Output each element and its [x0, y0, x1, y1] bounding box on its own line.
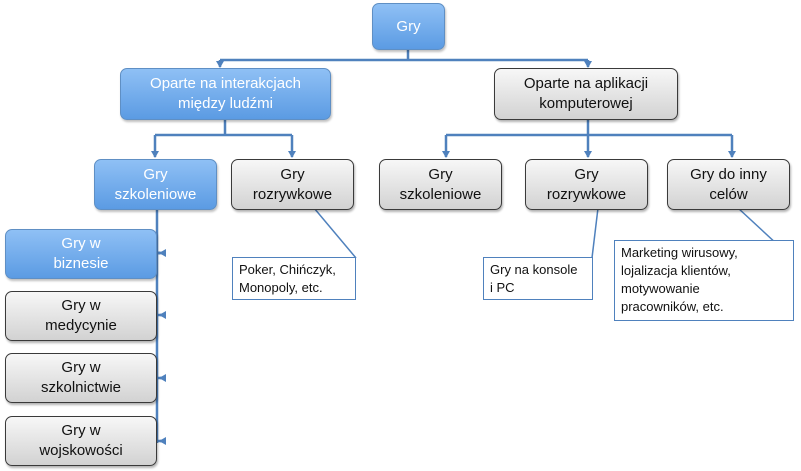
node-education-games: Gry w szkolnictwie [5, 353, 157, 403]
node-business-games: Gry w biznesie [5, 229, 157, 279]
node-human-training-games: Gry szkoleniowe [94, 159, 217, 210]
node-computer-training-games: Gry szkoleniowe [379, 159, 502, 210]
node-computer-application-games: Oparte na aplikacji komputerowej [494, 68, 678, 120]
callout-computer-entertainment-examples: Gry na konsole i PC [483, 257, 593, 300]
node-human-entertainment-games: Gry rozrywkowe [231, 159, 354, 210]
node-computer-other-games: Gry do inny celów [667, 159, 790, 210]
node-medicine-games: Gry w medycynie [5, 291, 157, 341]
callout-human-entertainment-examples: Poker, Chińczyk, Monopoly, etc. [232, 257, 356, 300]
callout-computer-other-examples: Marketing wirusowy, lojalizacja klientów… [614, 240, 794, 321]
node-human-interaction-games: Oparte na interakcjach między ludźmi [120, 68, 331, 120]
node-military-games: Gry w wojskowości [5, 416, 157, 466]
node-computer-entertainment-games: Gry rozrywkowe [525, 159, 648, 210]
node-gry: Gry [372, 3, 445, 50]
